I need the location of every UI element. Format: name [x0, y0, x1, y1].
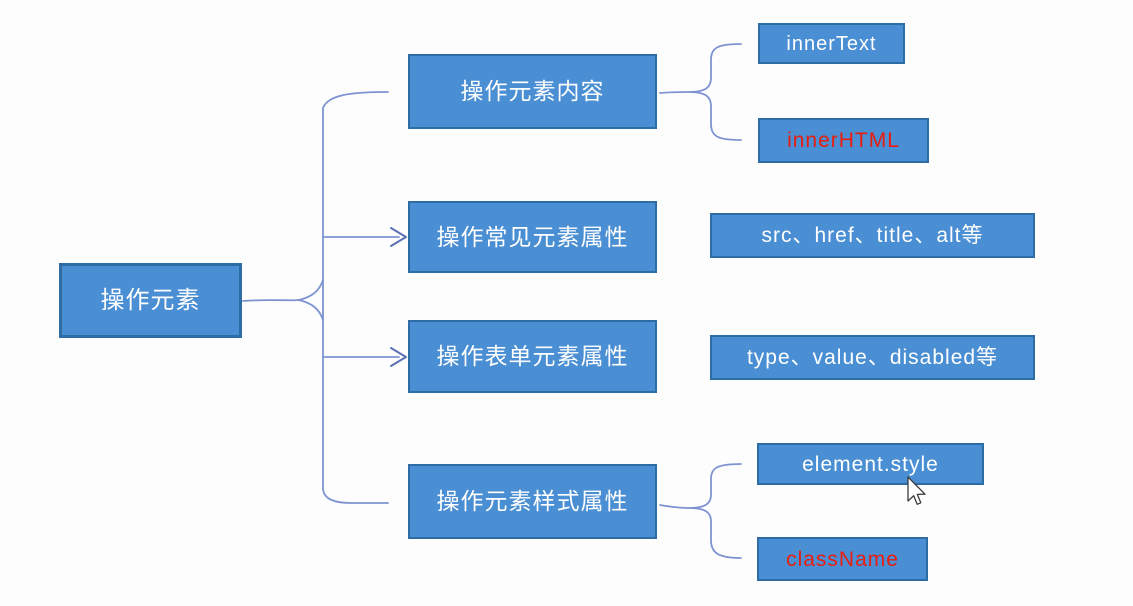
root-junction-lower-curve: [298, 299, 324, 321]
leaf-node-classname: className: [757, 537, 928, 581]
root-junction-upper-curve: [298, 279, 324, 301]
leaf-node-label: className: [786, 547, 899, 571]
branch-node-element-content: 操作元素内容: [408, 54, 657, 129]
branch-node-common-attributes: 操作常见元素属性: [408, 201, 657, 273]
root-node-label: 操作元素: [100, 286, 201, 314]
leaf-node-label: innerHTML: [787, 129, 900, 152]
branch-1-arrowhead-icon: [390, 227, 407, 247]
top-brace-stem-line: [659, 91, 690, 94]
leaf-node-innerhtml: innerHTML: [758, 118, 929, 163]
leaf-node-form-attribute-examples: type、value、disabled等: [710, 335, 1035, 380]
branch-node-label: 操作表单元素属性: [436, 343, 629, 369]
branch-node-style-attributes: 操作元素样式属性: [408, 464, 657, 539]
top-brace-icon: [688, 43, 742, 141]
branch-node-form-attributes: 操作表单元素属性: [408, 320, 657, 393]
leaf-node-label: type、value、disabled等: [746, 346, 999, 369]
root-connector-line: [242, 299, 300, 302]
branch-2-arrowhead-icon: [390, 347, 407, 367]
bottom-brace-stem-line: [659, 504, 690, 509]
leaf-node-label: innerText: [786, 32, 877, 55]
bottom-brace-icon: [688, 463, 742, 559]
branch-node-label: 操作元素样式属性: [436, 488, 629, 514]
leaf-node-label: element.style: [802, 452, 939, 476]
leaf-node-innertext: innerText: [758, 23, 905, 64]
root-node-operate-element: 操作元素: [59, 263, 242, 338]
trunk-connector-line: [322, 91, 389, 504]
branch-node-label: 操作元素内容: [460, 78, 605, 104]
branch-node-label: 操作常见元素属性: [436, 223, 629, 250]
leaf-node-element-style: element.style: [757, 443, 984, 485]
leaf-node-label: src、href、title、alt等: [761, 224, 984, 247]
leaf-node-common-attribute-examples: src、href、title、alt等: [710, 213, 1035, 258]
